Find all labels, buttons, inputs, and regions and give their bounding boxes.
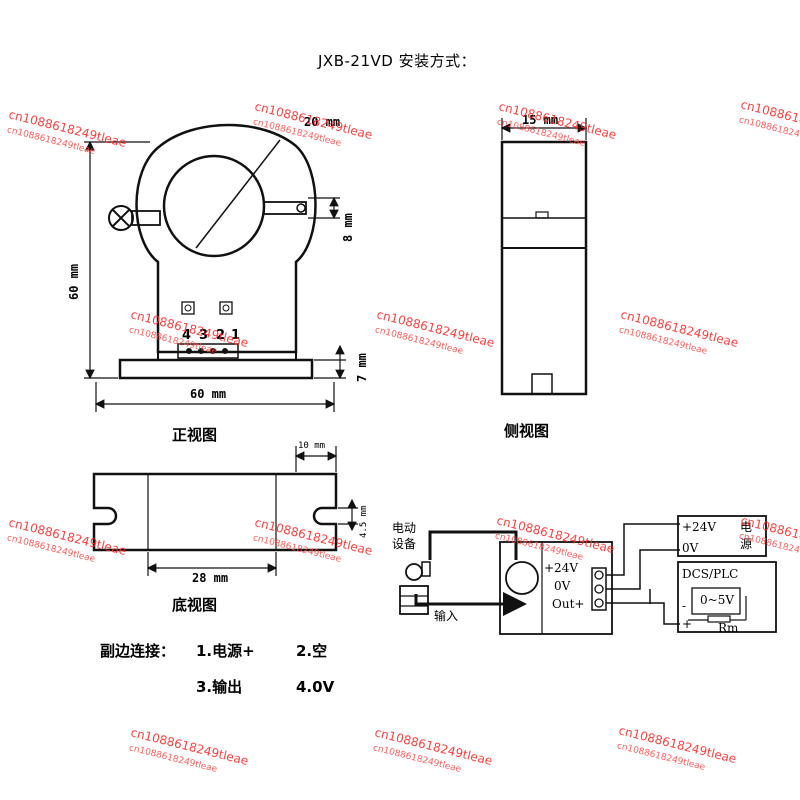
pin-label-2: 2 xyxy=(216,328,225,343)
screw-icon xyxy=(108,205,134,231)
dim-base: 7 mm xyxy=(355,353,369,382)
front-view-hole xyxy=(162,154,266,258)
watermark: cn1088618249tleae cn1088618249tleae xyxy=(496,99,618,149)
wiring-input-label: 输入 xyxy=(434,608,458,623)
pin-label-3: 3 xyxy=(199,328,208,343)
power-0v-label: 0V xyxy=(682,541,699,555)
wiring-device-label-1: 电动 xyxy=(392,521,416,535)
resistor-label: Rm xyxy=(718,621,739,635)
bottom-view-dimensions xyxy=(146,446,358,576)
sensor-body xyxy=(499,541,613,635)
front-view-base xyxy=(118,358,314,380)
dim-front-width: 60 mm xyxy=(190,387,226,401)
watermark: cn1088618249tleae cn1088618249tleae xyxy=(252,99,374,149)
power-supply-box xyxy=(677,515,767,557)
front-view-dimensions xyxy=(84,140,346,412)
plc-plus: + xyxy=(682,617,692,631)
side-view-dimensions xyxy=(500,118,588,140)
side-view-caption: 侧视图 xyxy=(504,422,549,440)
adjuster-2 xyxy=(219,301,233,315)
pin-label-1: 1 xyxy=(231,328,240,343)
connection-item-2: 2.空 xyxy=(296,642,327,660)
watermark: cn1088618249tleae cn1088618249tleae xyxy=(128,725,250,775)
dim-hole-diameter: 20 mm xyxy=(304,115,340,129)
watermark: cn1088618249tleae cn1088618249tleae xyxy=(128,307,250,357)
bottom-view xyxy=(92,472,338,552)
terminal-0v: 0V xyxy=(554,579,571,593)
watermark: cn1088618249tleae cn1088618249tleae xyxy=(618,307,740,357)
bottom-view-outline xyxy=(92,472,338,552)
watermark-layer: cn1088618249tleae cn1088618249tleae cn10… xyxy=(6,97,800,775)
side-view-outline xyxy=(500,140,588,396)
watermark: cn1088618249tleae cn1088618249tleae xyxy=(372,725,494,775)
connection-heading: 副边连接： xyxy=(100,642,175,660)
watermark: cn1088618249tleae cn1088618249tleae xyxy=(6,107,128,157)
terminal-out: Out+ xyxy=(552,597,584,611)
page-title: JXB-21VD 安装方式： xyxy=(317,52,476,70)
adjuster-1 xyxy=(181,301,195,315)
wiring-diagram xyxy=(399,515,777,635)
dim-bottom-slot-depth: 4.5 mm xyxy=(359,505,369,538)
dim-slot: 8 mm xyxy=(341,213,355,242)
dim-bottom-slot-width: 10 mm xyxy=(298,441,325,451)
plc-minus: - xyxy=(682,599,686,613)
dim-side-thickness: 15 mm xyxy=(522,113,558,127)
connection-item-1: 1.电源+ xyxy=(196,642,255,660)
bottom-view-caption: 底视图 xyxy=(172,596,217,614)
wiring-device-label-2: 设备 xyxy=(392,537,416,551)
pin-connector xyxy=(177,343,239,359)
plc-range-label: 0~5V xyxy=(700,593,734,607)
dim-front-height: 60 mm xyxy=(67,264,81,300)
plc-label: DCS/PLC xyxy=(682,567,738,581)
motor-icon xyxy=(399,585,429,615)
watermark: cn1088618249tleae cn1088618249tleae xyxy=(738,97,800,147)
side-view xyxy=(500,140,588,396)
terminal-24v: +24V xyxy=(544,561,578,575)
watermark: cn1088618249tleae cn1088618249tleae xyxy=(374,307,496,357)
dim-bottom-center: 28 mm xyxy=(192,571,228,585)
connection-item-4: 4.0V xyxy=(296,678,335,696)
plc-box xyxy=(677,561,777,633)
power-name-1: 电 xyxy=(740,520,752,534)
power-24v-label: +24V xyxy=(682,520,716,534)
power-name-2: 源 xyxy=(740,537,752,551)
pin-label-4: 4 xyxy=(182,328,191,343)
watermark: cn1088618249tleae cn1088618249tleae xyxy=(616,723,738,773)
connection-item-3: 3.输出 xyxy=(196,678,242,696)
front-view-caption: 正视图 xyxy=(172,426,217,444)
